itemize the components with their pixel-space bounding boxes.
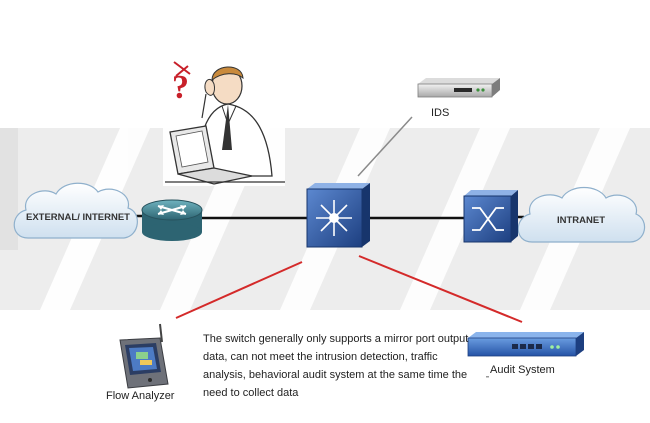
- mirror-port-note: The switch generally only supports a mir…: [203, 333, 469, 399]
- audit-system-label: Audit System: [490, 364, 555, 376]
- intranet-cloud: [517, 186, 646, 243]
- link-mirror-audit: [358, 255, 523, 323]
- confused-user-at-laptop-icon: ?: [163, 58, 285, 186]
- flow-analyzer-label: Flow Analyzer: [106, 390, 175, 402]
- router-icon: [141, 199, 203, 241]
- external-internet-label: EXTERNAL/ INTERNET: [26, 212, 130, 223]
- external-cloud: [13, 182, 138, 239]
- intranet-label: INTRANET: [557, 215, 605, 226]
- link-core-ids: [357, 116, 413, 177]
- layer3-switch-icon: [306, 183, 370, 248]
- ids-appliance-icon: [417, 78, 500, 98]
- svg-text:?: ?: [172, 69, 189, 106]
- switch-icon: [463, 190, 518, 243]
- handheld-analyzer-icon: [119, 323, 169, 389]
- link-mirror-flow-analyzer: [175, 261, 303, 319]
- ids-label: IDS: [431, 107, 450, 119]
- audit-appliance-icon: [467, 332, 584, 378]
